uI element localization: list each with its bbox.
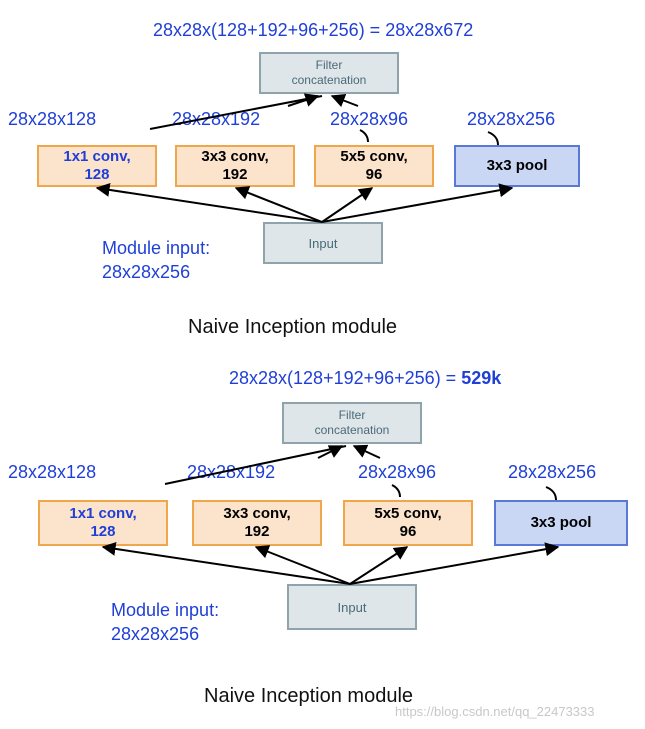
top-conv-5x5-line1: 5x5 conv, (340, 148, 408, 165)
top-module-input-line2: 28x28x256 (102, 262, 191, 282)
top-line-1x1-to-concat (149, 95, 323, 130)
top-conv-3x3-box: 3x3 conv,192 (175, 145, 295, 187)
top-dim-5x5: 28x28x96 (330, 109, 409, 129)
bottom-module-input-label: Module input: 28x28x256 (111, 598, 219, 646)
bottom-formula-result: 529k (461, 368, 502, 388)
bottom-pool-box: 3x3 pool (494, 500, 628, 546)
bottom-line-5x5-hook (391, 484, 401, 498)
bottom-dim-3x3: 28x28x192 (187, 462, 276, 482)
top-formula: 28x28x(128+192+96+256) = 28x28x672 (153, 20, 474, 40)
top-conv-3x3-line2: 192 (222, 166, 248, 183)
bottom-arrow-input-to-1x1 (101, 541, 351, 585)
bottom-module-input-line1: Module input: (111, 600, 220, 620)
top-line-5x5-hook (359, 129, 369, 143)
bottom-arrow-input-to-3x3 (254, 545, 351, 585)
bottom-dim-pool: 28x28x256 (508, 462, 597, 482)
bottom-input-box: Input (287, 584, 417, 630)
bottom-conv-5x5-box: 5x5 conv,96 (343, 500, 473, 546)
watermark: https://blog.csdn.net/qq_22473333 (395, 704, 595, 719)
bottom-dim-5x5: 28x28x96 (358, 462, 437, 482)
bottom-line-pool-hook (545, 486, 557, 501)
top-pool-label: 3x3 pool (486, 157, 548, 174)
bottom-arrow-input-to-pool (349, 542, 560, 585)
top-conv-5x5-line2: 96 (365, 166, 383, 183)
bottom-conv-3x3-box: 3x3 conv,192 (192, 500, 322, 546)
bottom-dim-1x1: 28x28x128 (8, 462, 97, 482)
top-pool-box: 3x3 pool (454, 145, 580, 187)
top-conv-1x1-line2: 128 (84, 166, 110, 183)
bottom-formula: 28x28x(128+192+96+256) = 529k (229, 368, 501, 389)
top-conv-5x5-box: 5x5 conv,96 (314, 145, 434, 187)
bottom-formula-prefix: 28x28x(128+192+96+256) = (229, 368, 462, 388)
bottom-conv-1x1-line1: 1x1 conv, (69, 505, 137, 522)
top-arrow-input-to-3x3 (234, 186, 323, 223)
bottom-arrow-3x3-to-concat (317, 445, 344, 459)
bottom-conv-1x1-line2: 128 (90, 523, 116, 540)
top-dim-3x3: 28x28x192 (172, 109, 261, 129)
top-arrow-3x3-to-concat (287, 93, 320, 107)
top-dim-pool: 28x28x256 (467, 109, 556, 129)
top-input-box: Input (263, 222, 383, 264)
top-arrow-input-to-pool (321, 183, 514, 223)
top-module-input-label: Module input: 28x28x256 (102, 236, 210, 284)
bottom-conv-3x3-line1: 3x3 conv, (223, 505, 291, 522)
bottom-filter-concatenation-box: Filter concatenation (282, 402, 422, 444)
top-conv-3x3-line1: 3x3 conv, (201, 148, 269, 165)
bottom-conv-3x3-line2: 192 (244, 523, 270, 540)
bottom-arrow-5x5-to-concat (352, 444, 381, 459)
bottom-caption: Naive Inception module (204, 685, 414, 707)
top-arrow-input-to-5x5 (321, 187, 374, 223)
top-dim-1x1: 28x28x128 (8, 109, 97, 129)
top-conv-1x1-line1: 1x1 conv, (63, 148, 131, 165)
top-conv-1x1-box: 1x1 conv,128 (37, 145, 157, 187)
bottom-module-input-line2: 28x28x256 (111, 624, 200, 644)
top-module-input-line1: Module input: (102, 238, 211, 258)
top-filter-concatenation-box: Filter concatenation (259, 52, 399, 94)
bottom-line-1x1-to-concat (164, 445, 347, 485)
bottom-conv-1x1-box: 1x1 conv,128 (38, 500, 168, 546)
top-caption: Naive Inception module (188, 316, 398, 338)
bottom-arrow-input-to-5x5 (349, 546, 409, 585)
bottom-conv-5x5-line2: 96 (399, 523, 417, 540)
bottom-pool-label: 3x3 pool (530, 514, 592, 531)
top-arrow-5x5-to-concat (330, 93, 359, 108)
bottom-conv-5x5-line1: 5x5 conv, (374, 505, 442, 522)
top-arrow-input-to-1x1 (95, 182, 323, 223)
top-line-pool-hook (487, 131, 499, 146)
